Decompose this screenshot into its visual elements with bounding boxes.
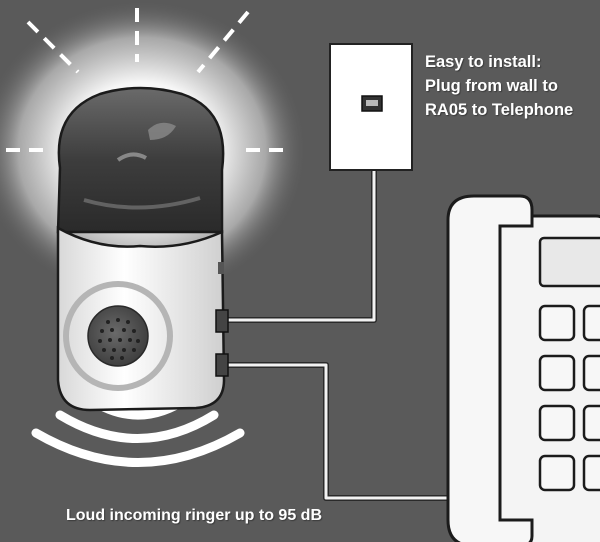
ringer-caption: Loud incoming ringer up to 95 dB [66,507,322,524]
flashing-ringer-device-icon [56,86,229,412]
phone-wall-jack-icon [329,43,413,171]
install-caption-line3: RA05 to Telephone [425,101,574,119]
cable-wall-to-ringer [223,105,377,323]
desk-telephone-icon [446,194,600,542]
keypad [538,304,600,492]
install-caption-line1: Easy to install: [425,53,542,71]
install-caption-line2: Plug from wall to [425,77,558,95]
light-ray-dashes-icon [6,8,292,152]
install-caption: Easy to install: Plug from wall to RA05 … [425,50,600,122]
speaker-grille [98,318,140,360]
cable-ringer-to-phone [223,362,458,501]
